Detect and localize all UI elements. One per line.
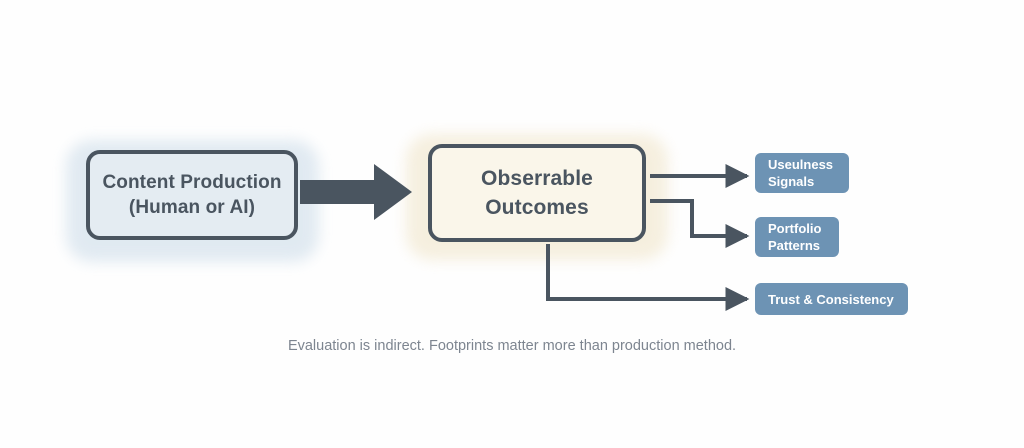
flow-arrow-source-to-outcome [300,164,412,220]
node-content-production-line1: Content Production [102,172,282,193]
node-content-production[interactable]: Content Production (Human or AI) [86,150,298,240]
chip-portfolio-patterns-line1: Portfolio [768,221,822,236]
connector-to-portfolio-patterns [650,199,750,248]
chip-portfolio-patterns[interactable]: Portfolio Patterns [755,217,839,257]
diagram-caption: Evaluation is indirect. Footprints matte… [287,338,737,354]
node-observable-outcomes[interactable]: Obserrable Outcomes [428,144,646,242]
chip-usefulness-signals[interactable]: Useulness Signals [755,153,849,193]
chip-portfolio-patterns-line2: Patterns [768,238,821,253]
chip-usefulness-signals-line1: Useulness [768,157,834,172]
connector-to-trust-consistency [546,244,750,311]
chip-trust-consistency-line1: Trust & Consistency [768,291,894,307]
node-content-production-line2: (Human or AI) [128,197,256,218]
node-observable-outcomes-line1: Obserrable [481,167,593,190]
chip-usefulness-signals-line2: Signals [768,174,815,189]
chip-trust-consistency[interactable]: Trust & Consistency [755,283,908,315]
node-observable-outcomes-line2: Outcomes [485,196,589,219]
